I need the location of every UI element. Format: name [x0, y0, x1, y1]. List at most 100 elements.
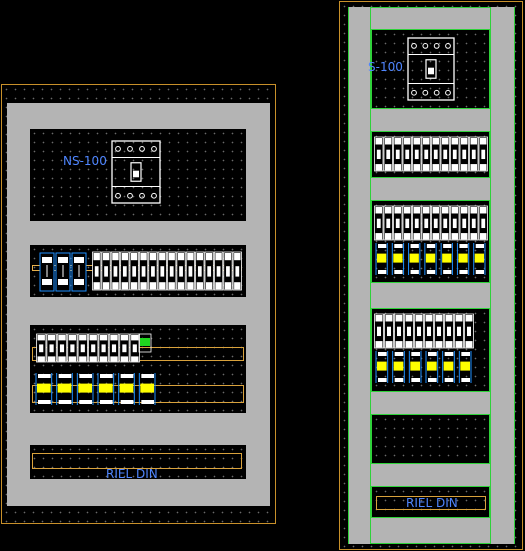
mini-breaker-icon: [129, 333, 140, 363]
mini-breaker-icon: [223, 251, 233, 291]
left-breaker-compartment: NS-100: [30, 129, 246, 221]
mini-breaker-icon: [108, 333, 120, 363]
mini-breaker-icon: [402, 136, 412, 172]
left-breaker-label: NS-100: [63, 154, 107, 168]
main-breaker-icon: [407, 37, 455, 101]
left-terminal-compartment: [30, 325, 246, 413]
mini-breaker-icon: [36, 333, 47, 363]
terminal-block-row-icon: [35, 373, 156, 405]
mini-breaker-icon: [478, 136, 488, 172]
green-indicator-icon: [138, 333, 152, 353]
mini-breaker-icon: [98, 333, 109, 363]
mini-breaker-icon: [414, 313, 424, 349]
mini-breaker-icon: [412, 205, 422, 241]
mini-breaker-icon: [204, 251, 214, 291]
breaker-body: [111, 140, 161, 204]
right-breaker-label: S-100: [368, 60, 403, 74]
mini-breaker-icon: [393, 205, 403, 241]
mini-breaker-icon: [110, 251, 121, 291]
mini-breaker-icon: [77, 333, 88, 363]
mini-breaker-icon: [459, 205, 469, 241]
breaker-row-icon: [374, 136, 488, 172]
mini-breaker-icon: [129, 251, 139, 291]
left-rail-label: RIEL DIN: [106, 467, 158, 481]
breaker-row-icon: [374, 205, 488, 241]
terminal-icon: [97, 373, 115, 405]
contactor-icon: [71, 252, 87, 292]
right-left-edge-line: [348, 7, 349, 544]
mini-breaker-icon: [469, 136, 479, 172]
breaker-row-icon: [36, 333, 140, 363]
mini-breaker-icon: [434, 313, 444, 349]
contactor-block-icon: [39, 252, 87, 292]
mini-breaker-icon: [157, 251, 167, 291]
left-din-rail-3: [32, 385, 244, 403]
terminal-icon: [375, 351, 389, 383]
left-cabinet: NS-100 RIEL DIN: [1, 84, 276, 524]
mini-breaker-icon: [394, 313, 404, 349]
right-right-edge-line: [514, 7, 515, 544]
right-rail-label: RIEL DIN: [406, 496, 458, 510]
mini-breaker-icon: [185, 251, 196, 291]
contactor-icon: [55, 252, 71, 292]
left-din-rail-4: [32, 453, 242, 469]
mini-breaker-icon: [454, 313, 464, 349]
mini-breaker-icon: [459, 136, 469, 172]
breaker-row-icon: [374, 313, 474, 349]
indicator-light-icon: [140, 338, 150, 346]
mini-breaker-icon: [56, 333, 68, 363]
terminal-icon: [440, 243, 453, 275]
mini-breaker-icon: [138, 251, 149, 291]
right-inner-outline: [370, 7, 491, 544]
mini-breaker-icon: [421, 205, 431, 241]
mini-breaker-icon: [393, 136, 403, 172]
breaker-row-icon: [92, 251, 242, 291]
mini-breaker-icon: [101, 251, 111, 291]
terminal-icon: [424, 243, 437, 275]
terminal-block-row-icon: [375, 351, 472, 383]
mini-breaker-icon: [92, 251, 102, 291]
mini-breaker-icon: [404, 313, 414, 349]
terminal-icon: [458, 351, 472, 383]
mini-breaker-icon: [478, 205, 488, 241]
right-empty-compartment: [371, 414, 490, 464]
terminal-icon: [408, 351, 422, 383]
terminal-icon: [456, 243, 470, 275]
terminal-icon: [425, 351, 439, 383]
terminal-icon: [442, 351, 455, 383]
mini-breaker-icon: [424, 313, 434, 349]
terminal-icon: [118, 373, 135, 405]
mini-breaker-icon: [119, 333, 130, 363]
mini-breaker-icon: [402, 205, 412, 241]
terminal-icon: [392, 351, 405, 383]
mini-breaker-icon: [374, 205, 384, 241]
mini-breaker-icon: [384, 313, 394, 349]
right-terminal-compartment-2: [371, 308, 490, 392]
mini-breaker-icon: [232, 251, 242, 291]
mini-breaker-icon: [440, 205, 450, 241]
mini-breaker-icon: [213, 251, 224, 291]
terminal-icon: [391, 243, 405, 275]
mini-breaker-icon: [450, 136, 460, 172]
terminal-icon: [408, 243, 421, 275]
mini-breaker-icon: [383, 136, 393, 172]
terminal-icon: [138, 373, 156, 405]
mini-breaker-icon: [431, 136, 441, 172]
mini-breaker-icon: [374, 313, 384, 349]
mini-breaker-icon: [383, 205, 393, 241]
terminal-icon: [56, 373, 73, 405]
terminal-block-row-icon: [375, 243, 486, 275]
right-terminal-compartment-1: [371, 200, 490, 283]
mini-breaker-icon: [421, 136, 431, 172]
mini-breaker-icon: [46, 333, 57, 363]
mini-breaker-icon: [412, 136, 422, 172]
mini-breaker-icon: [167, 251, 177, 291]
breaker-body: [407, 37, 455, 101]
mini-breaker-icon: [444, 313, 454, 349]
terminal-icon: [473, 243, 486, 275]
terminal-icon: [375, 243, 388, 275]
mini-breaker-icon: [440, 136, 450, 172]
right-cabinet: S-100 RIEL DIN: [339, 1, 523, 550]
mini-breaker-icon: [148, 251, 158, 291]
right-rail-compartment: RIEL DIN: [371, 486, 490, 518]
